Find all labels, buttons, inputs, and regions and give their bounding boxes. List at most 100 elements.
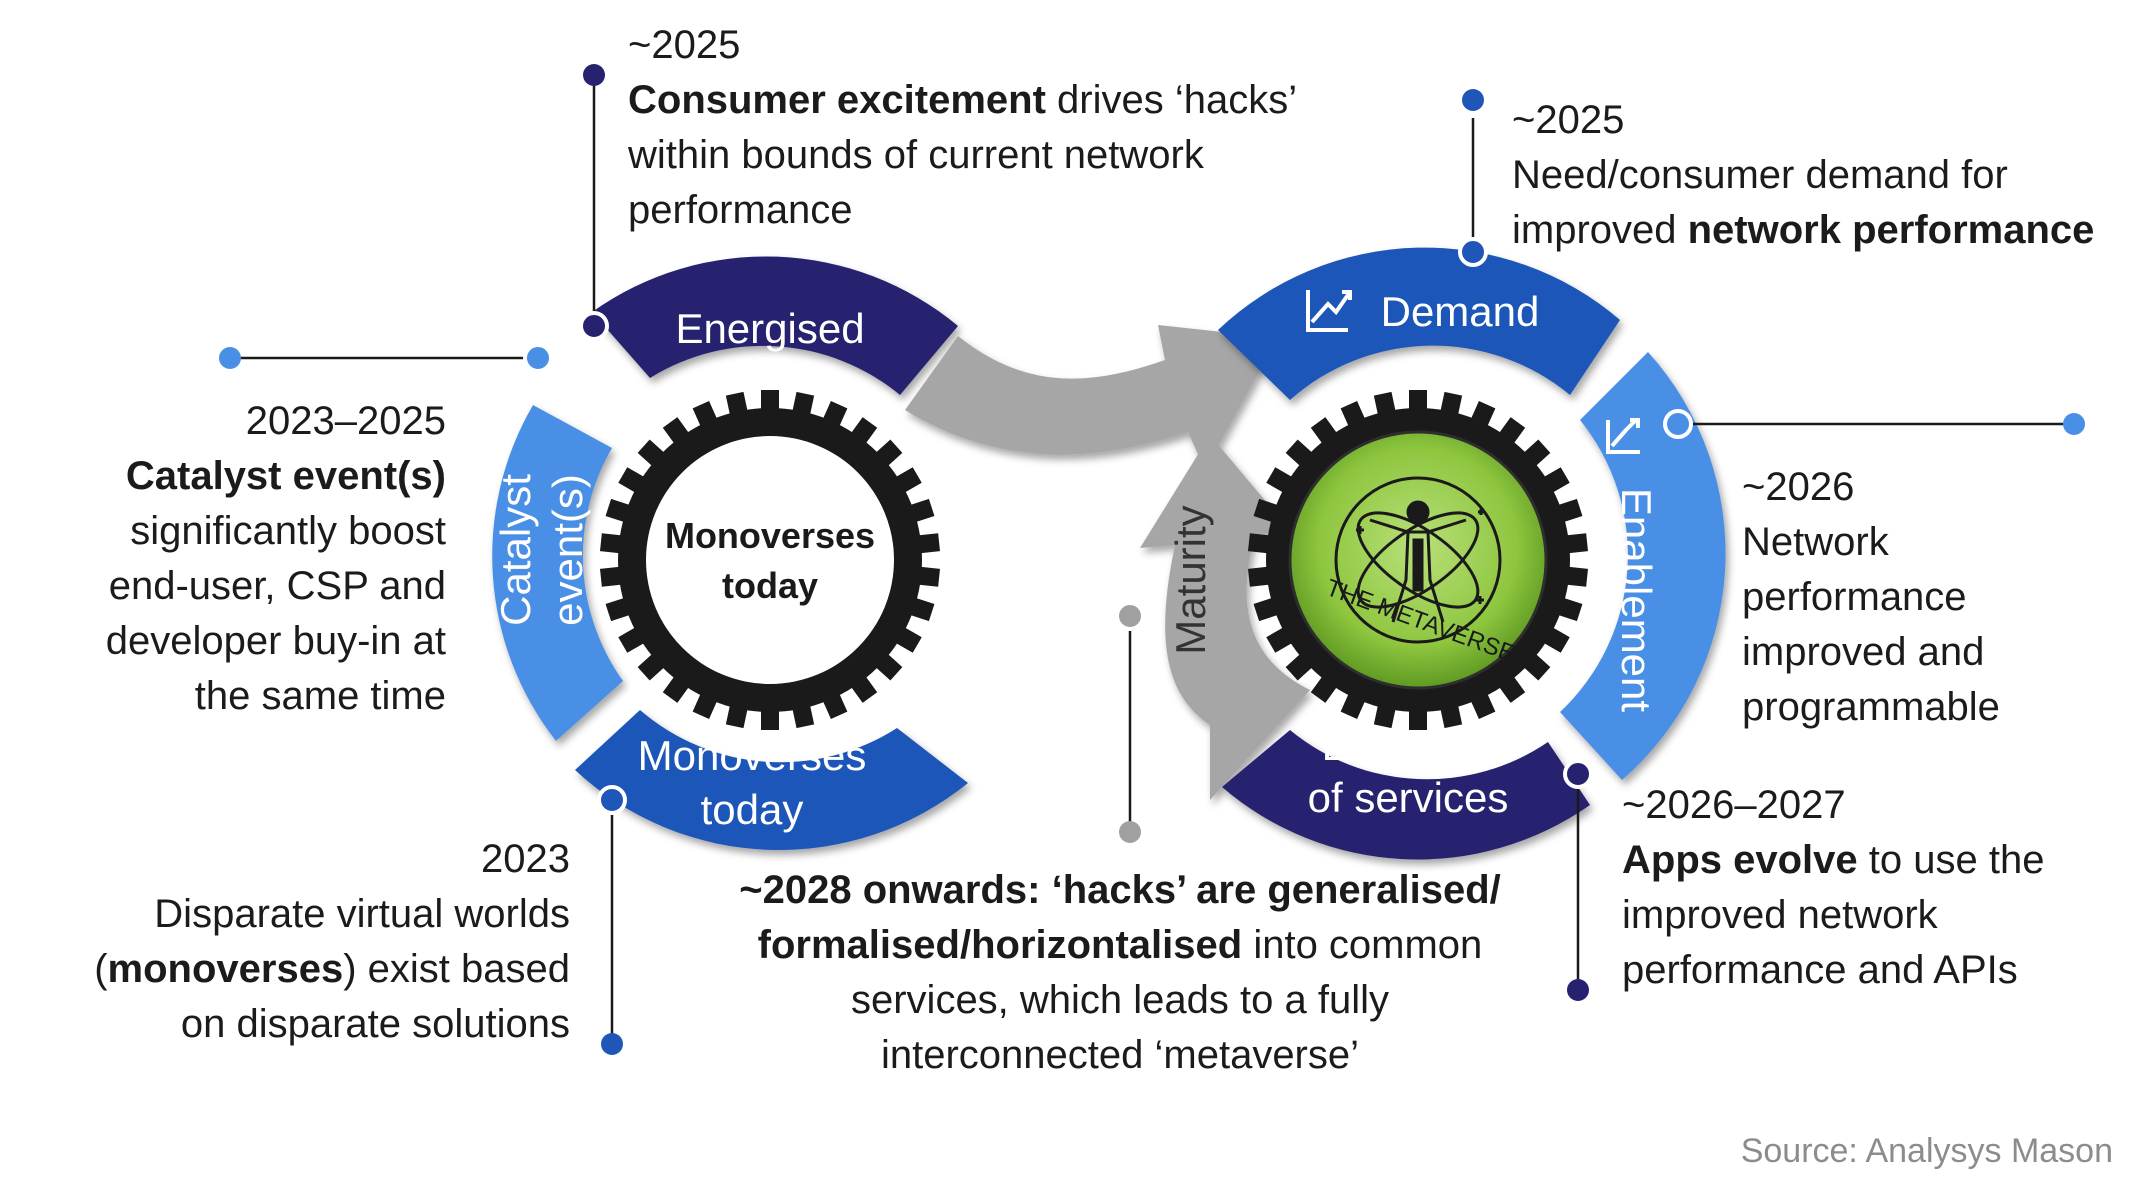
- right-gear: THE METAVERSE: [1247, 390, 1589, 730]
- callout-energised-line2: within bounds of current network: [628, 133, 1204, 177]
- gear-tooth: [1560, 533, 1589, 554]
- gear-tooth: [890, 467, 922, 496]
- callout-catalyst-line: end-user, CSP and: [108, 564, 446, 608]
- callout-enablement-year: ~2026: [1742, 465, 1855, 509]
- gear-tooth: [820, 401, 848, 433]
- gear-tooth: [870, 649, 903, 681]
- callout-energised: ~2025 Consumer excitement drives ‘hacks’…: [628, 18, 1428, 238]
- segment-catalyst-events: [492, 405, 623, 741]
- callout-evolution-line2: improved network: [1622, 893, 1938, 937]
- gear-tooth: [1247, 566, 1276, 587]
- gear-tooth: [1409, 390, 1427, 416]
- callout-enablement-line: programmable: [1742, 685, 2000, 729]
- gear-tooth: [791, 391, 815, 422]
- segment-monoverses-today: [575, 710, 968, 851]
- callout-energised-line3: performance: [628, 188, 853, 232]
- callout-evolution-year: ~2026–2027: [1622, 783, 1846, 827]
- segment-evolution-of-services: [1222, 730, 1590, 860]
- callout-demand: ~2025 Need/consumer demand for improved …: [1512, 93, 2132, 258]
- callout-enablement: ~2026 Network performance improved and p…: [1742, 460, 2122, 735]
- gear-tooth: [1518, 649, 1551, 681]
- gear-tooth: [1538, 467, 1570, 496]
- gear-tooth: [637, 649, 670, 681]
- callout-demand-year: ~2025: [1512, 98, 1625, 142]
- gear-tooth: [662, 417, 693, 449]
- chart-trend-icon: [1306, 290, 1352, 332]
- callout-dots: [219, 64, 2085, 1055]
- gear-tooth: [847, 671, 878, 703]
- callout-catalyst-line: significantly boost: [130, 509, 446, 553]
- label-evolution-2: of services: [1308, 774, 1509, 821]
- callout-enablement-line: performance: [1742, 575, 1967, 619]
- metaverse-figure-icon: [1334, 476, 1502, 644]
- callout-energised-line1: Consumer excitement drives ‘hacks’: [628, 78, 1298, 122]
- gear-tooth: [912, 533, 941, 554]
- gear-tooth: [1495, 671, 1526, 703]
- callout-maturity-line1: ~2028 onwards: ‘hacks’ are generalised/: [739, 868, 1501, 912]
- gear-tooth: [1439, 391, 1463, 422]
- gear-tooth: [1409, 704, 1427, 730]
- callout-catalyst: 2023–2025 Catalyst event(s) significantl…: [20, 394, 446, 724]
- gear-tooth: [618, 467, 650, 496]
- callout-enablement-line: improved and: [1742, 630, 1985, 674]
- source-note: Source: Analysys Mason: [1740, 1132, 2113, 1170]
- callout-connectors: [230, 75, 2074, 1044]
- gear-tooth: [1538, 624, 1570, 653]
- gear-tooth: [692, 401, 720, 433]
- gear-tooth: [599, 533, 628, 554]
- label-evolution-1: Evolution: [1322, 722, 1495, 769]
- gear-tooth: [1518, 439, 1551, 471]
- label-catalyst-2: event(s): [544, 474, 591, 626]
- gear-tooth: [599, 566, 628, 587]
- callout-monoverses-year: 2023: [481, 837, 570, 881]
- gear-tooth: [725, 391, 749, 422]
- gear-tooth: [692, 687, 720, 719]
- callout-catalyst-bold: Catalyst event(s): [125, 454, 446, 498]
- gear-tooth: [1310, 417, 1341, 449]
- callout-evolution-line3: performance and APIs: [1622, 948, 2018, 992]
- callout-monoverses: 2023 Disparate virtual worlds (monoverse…: [60, 832, 570, 1052]
- gear-tooth: [1439, 698, 1463, 729]
- left-gear: [599, 390, 941, 730]
- gear-tooth: [870, 439, 903, 471]
- callout-maturity: ~2028 onwards: ‘hacks’ are generalised/ …: [640, 863, 1600, 1083]
- gear-tooth: [1266, 624, 1298, 653]
- label-energised: Energised: [675, 305, 864, 352]
- right-cycle-ring: [1218, 247, 1726, 860]
- gear-tooth: [1247, 533, 1276, 554]
- crossing-arrow-band: [905, 325, 1310, 800]
- label-catalyst-1: Catalyst: [492, 474, 539, 626]
- segment-enablement: [1560, 352, 1726, 780]
- gear-tooth: [761, 390, 779, 416]
- gear-tooth: [912, 566, 941, 587]
- gear-tooth: [1468, 687, 1496, 719]
- label-enablement: Enablement: [1613, 488, 1660, 712]
- gear-tooth: [605, 595, 636, 622]
- segment-energised: [592, 256, 958, 395]
- upper-band-arrow: [905, 325, 1278, 470]
- callout-demand-line2: improved network performance: [1512, 208, 2095, 252]
- callout-evolution: ~2026–2027 Apps evolve to use the improv…: [1622, 778, 2122, 998]
- label-monoverses-2: today: [701, 786, 804, 833]
- gear-tooth: [1373, 391, 1397, 422]
- callout-maturity-line2: formalised/horizontalised into common: [757, 923, 1483, 967]
- callout-monoverses-line1: Disparate virtual worlds: [154, 892, 570, 936]
- gear-label-monoverses-2: today: [722, 565, 818, 606]
- chart-trend-icon: [1606, 418, 1640, 454]
- callout-catalyst-line: developer buy-in at: [105, 619, 446, 663]
- gear-tooth: [1285, 649, 1318, 681]
- callout-demand-line1: Need/consumer demand for: [1512, 153, 2008, 197]
- callout-evolution-line1: Apps evolve to use the: [1622, 838, 2045, 882]
- gear-tooth: [725, 698, 749, 729]
- gear-tooth: [890, 624, 922, 653]
- segment-demand: [1218, 247, 1620, 400]
- gear-tooth: [618, 624, 650, 653]
- gear-tooth: [1340, 687, 1368, 719]
- callout-monoverses-line2: (monoverses) exist based: [94, 947, 570, 991]
- callout-catalyst-line: the same time: [194, 674, 446, 718]
- gear-label-monoverses-1: Monoverses: [665, 515, 875, 556]
- gear-tooth: [1373, 698, 1397, 729]
- gear-tooth: [847, 417, 878, 449]
- gear-tooth: [1310, 671, 1341, 703]
